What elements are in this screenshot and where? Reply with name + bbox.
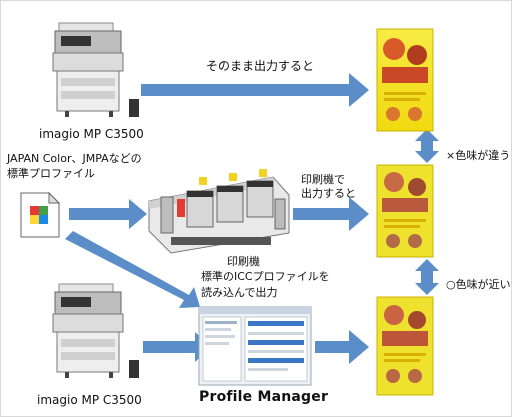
- icc-label-line2: 読み込んで出力: [201, 286, 278, 299]
- compare-arrow-bottom: [415, 259, 439, 295]
- press-label: 印刷機: [227, 255, 260, 268]
- color-different-label: ×色味が違う: [446, 149, 511, 162]
- direct-output-label: そのまま出力すると: [206, 59, 315, 73]
- printer-bottom-label: imagio MP C3500: [37, 393, 142, 407]
- profile-caption-line2: 標準プロファイル: [7, 167, 95, 180]
- profile-document-icon: [20, 191, 61, 238]
- output-poster-top: [376, 28, 434, 132]
- profile-manager-label: Profile Manager: [199, 389, 329, 405]
- output-poster-middle: [376, 164, 434, 258]
- printer-bottom-graphic: [52, 283, 139, 378]
- arrow-profile-to-profile-manager: [65, 231, 200, 308]
- compare-arrow-top: [415, 129, 439, 163]
- profile-manager-screenshot: [198, 306, 312, 386]
- profile-caption-line1: JAPAN Color、JMPAなどの: [7, 152, 142, 165]
- arrow-printer-to-poster-top: [141, 73, 369, 107]
- flow-arrows: [65, 73, 439, 364]
- arrow-printer-to-software: [143, 332, 211, 362]
- output-poster-bottom: [376, 296, 434, 396]
- arrow-press-to-poster-middle: [293, 197, 369, 231]
- press-output-label-line2: 出力すると: [301, 187, 356, 200]
- color-close-label: ○色味が近い: [446, 278, 511, 291]
- icc-label-line1: 標準のICCプロファイルを: [201, 270, 330, 283]
- press-output-label-line1: 印刷機で: [301, 173, 345, 186]
- printer-top-graphic: [52, 22, 139, 117]
- printer-top-label: imagio MP C3500: [39, 127, 144, 141]
- arrow-software-to-poster-bottom: [315, 330, 369, 364]
- arrow-profile-to-press: [69, 199, 147, 229]
- printing-press-graphic: [148, 169, 290, 254]
